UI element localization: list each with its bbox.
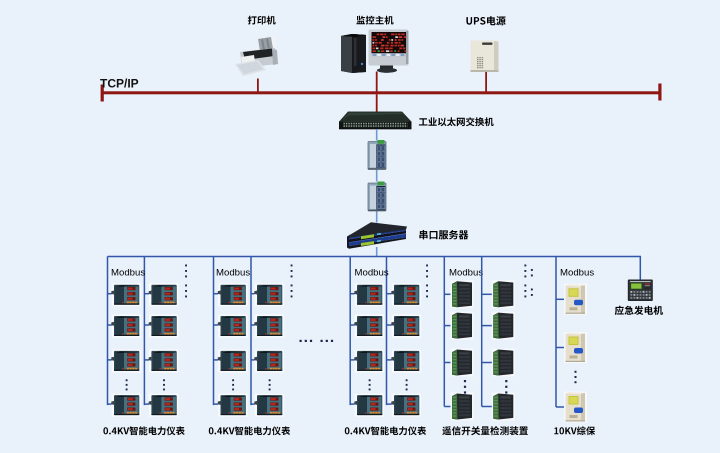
svg-text:TCP/IP: TCP/IP bbox=[100, 77, 139, 91]
svg-text:Modbus: Modbus bbox=[449, 268, 483, 279]
svg-text:Modbus: Modbus bbox=[111, 268, 145, 279]
svg-text:Modbus: Modbus bbox=[355, 268, 389, 279]
svg-text:Modbus: Modbus bbox=[560, 268, 594, 279]
svg-text:Modbus: Modbus bbox=[216, 268, 250, 279]
